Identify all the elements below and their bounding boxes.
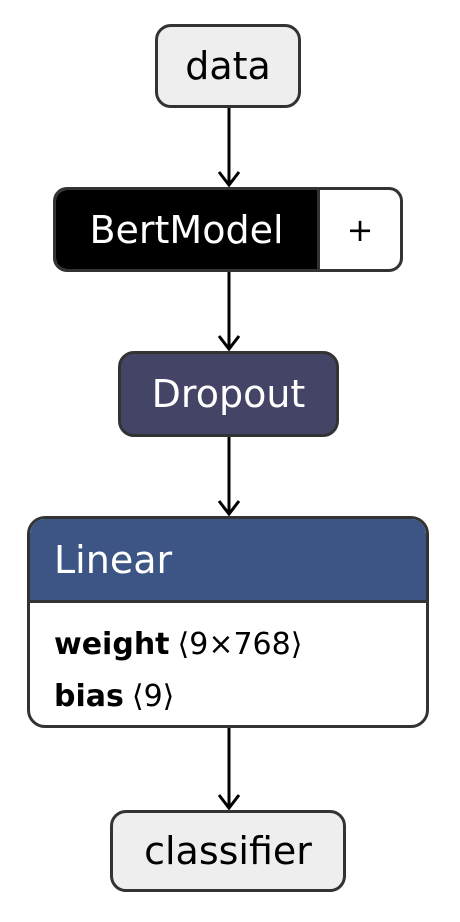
- expand-button[interactable]: +: [346, 210, 374, 249]
- node-label: BertModel: [56, 190, 320, 269]
- edge-linear-to-classifier: [217, 728, 241, 811]
- param-name: weight: [54, 627, 170, 662]
- edge-data-to-bertmodel: [217, 108, 241, 188]
- module-node-dropout[interactable]: Dropout: [118, 351, 339, 437]
- param-row-bias: bias⟨9⟩: [54, 671, 426, 723]
- node-label: data: [185, 44, 271, 88]
- node-header: Linear: [30, 519, 426, 603]
- node-label: Linear: [54, 537, 173, 582]
- param-shape: ⟨9×768⟩: [177, 627, 303, 662]
- node-label: Dropout: [151, 372, 306, 416]
- output-node-classifier[interactable]: classifier: [110, 810, 346, 892]
- module-node-bertmodel[interactable]: BertModel +: [53, 187, 403, 272]
- node-label: classifier: [144, 829, 312, 873]
- param-name: bias: [54, 679, 124, 714]
- edge-dropout-to-linear: [217, 437, 241, 517]
- input-node-data[interactable]: data: [155, 24, 301, 108]
- edge-bertmodel-to-dropout: [217, 272, 241, 352]
- param-list: weight⟨9×768⟩ bias⟨9⟩: [30, 603, 426, 723]
- param-row-weight: weight⟨9×768⟩: [54, 619, 426, 671]
- module-node-linear[interactable]: Linear weight⟨9×768⟩ bias⟨9⟩: [27, 516, 429, 728]
- param-shape: ⟨9⟩: [131, 679, 175, 714]
